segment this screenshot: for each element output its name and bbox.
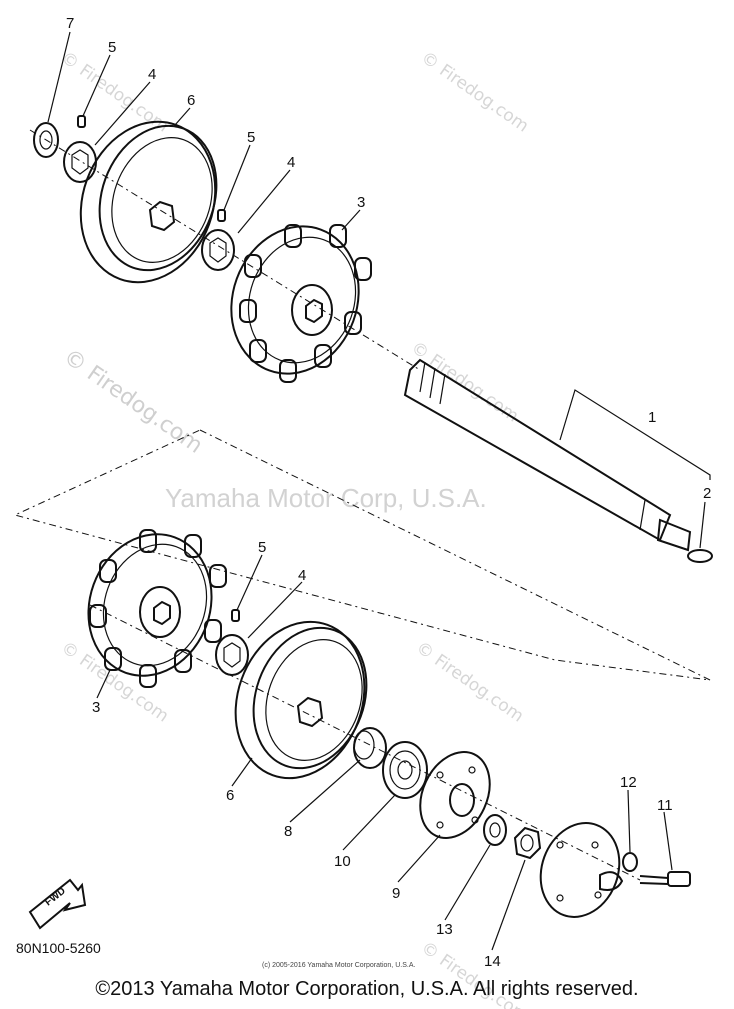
fwd-arrow: FWD xyxy=(28,878,87,930)
callout-5-lower: 5 xyxy=(258,539,266,556)
callout-14: 14 xyxy=(484,953,501,970)
part-5-pin-middle xyxy=(217,209,226,222)
part-11-bolt xyxy=(639,871,691,887)
end-housing xyxy=(539,822,624,918)
part-1-leader xyxy=(559,389,711,480)
small-copyright: (c) 2005-2016 Yamaha Motor Corporation, … xyxy=(262,962,415,969)
part-6-wheel-top xyxy=(79,120,218,284)
callout-6-lower: 6 xyxy=(226,787,234,804)
callout-6-top: 6 xyxy=(187,92,195,109)
watermark-layer: © Firedog.com © Firedog.com © Firedog.co… xyxy=(57,48,532,1009)
part-7-seal xyxy=(33,122,59,158)
part-4-bearing-middle xyxy=(201,229,235,271)
part-13-washer xyxy=(483,814,507,846)
part-4-bearing-lower xyxy=(215,634,249,676)
callout-11: 11 xyxy=(657,797,673,814)
part-10-bearing xyxy=(382,741,428,799)
callout-5-middle: 5 xyxy=(247,129,255,146)
callout-4-top: 4 xyxy=(148,66,156,83)
part-1-drive-shaft xyxy=(403,358,692,552)
part-12-lock-washer xyxy=(622,852,638,872)
firedog-watermark-3: © Firedog.com xyxy=(59,344,207,458)
leader-lines xyxy=(47,31,706,951)
callout-9: 9 xyxy=(392,885,400,902)
callout-1: 1 xyxy=(648,409,656,426)
callout-4-middle: 4 xyxy=(287,154,295,171)
part-4-bearing-top xyxy=(63,141,97,183)
callout-8: 8 xyxy=(284,823,292,840)
callout-labels: 7 5 4 6 5 4 3 1 2 5 4 3 6 8 10 9 13 14 1… xyxy=(66,15,711,970)
fwd-label: FWD xyxy=(43,886,68,909)
part-14-nut xyxy=(513,826,542,860)
assembly-boundary xyxy=(13,429,711,681)
part-5-pin-top xyxy=(77,115,86,128)
part-5-pin-lower xyxy=(231,609,240,622)
part-8-collar xyxy=(353,727,387,769)
callout-2: 2 xyxy=(703,485,711,502)
callout-3-top: 3 xyxy=(357,194,365,211)
part-2-end-piece xyxy=(687,549,713,563)
part-3-sprocket-lower xyxy=(87,529,227,688)
part-3-sprocket-top xyxy=(230,224,372,383)
firedog-watermark-2: © Firedog.com xyxy=(417,48,532,137)
axis-line-lower xyxy=(89,604,641,881)
footer-copyright: ©2013 Yamaha Motor Corporation, U.S.A. A… xyxy=(95,978,639,1000)
firedog-watermark-6: © Firedog.com xyxy=(412,638,527,727)
callout-5-top: 5 xyxy=(108,39,116,56)
part-6-wheel-lower xyxy=(234,620,368,780)
callout-3-lower: 3 xyxy=(92,699,100,716)
part-9-flange xyxy=(419,751,491,839)
callout-4-lower: 4 xyxy=(298,567,306,584)
callout-10: 10 xyxy=(334,853,351,870)
callout-13: 13 xyxy=(436,921,453,938)
callout-7: 7 xyxy=(66,15,74,32)
yamaha-center-watermark: Yamaha Motor Corp, U.S.A. xyxy=(165,483,487,513)
callout-12: 12 xyxy=(620,774,637,791)
part-code: 80N100-5260 xyxy=(16,940,101,956)
